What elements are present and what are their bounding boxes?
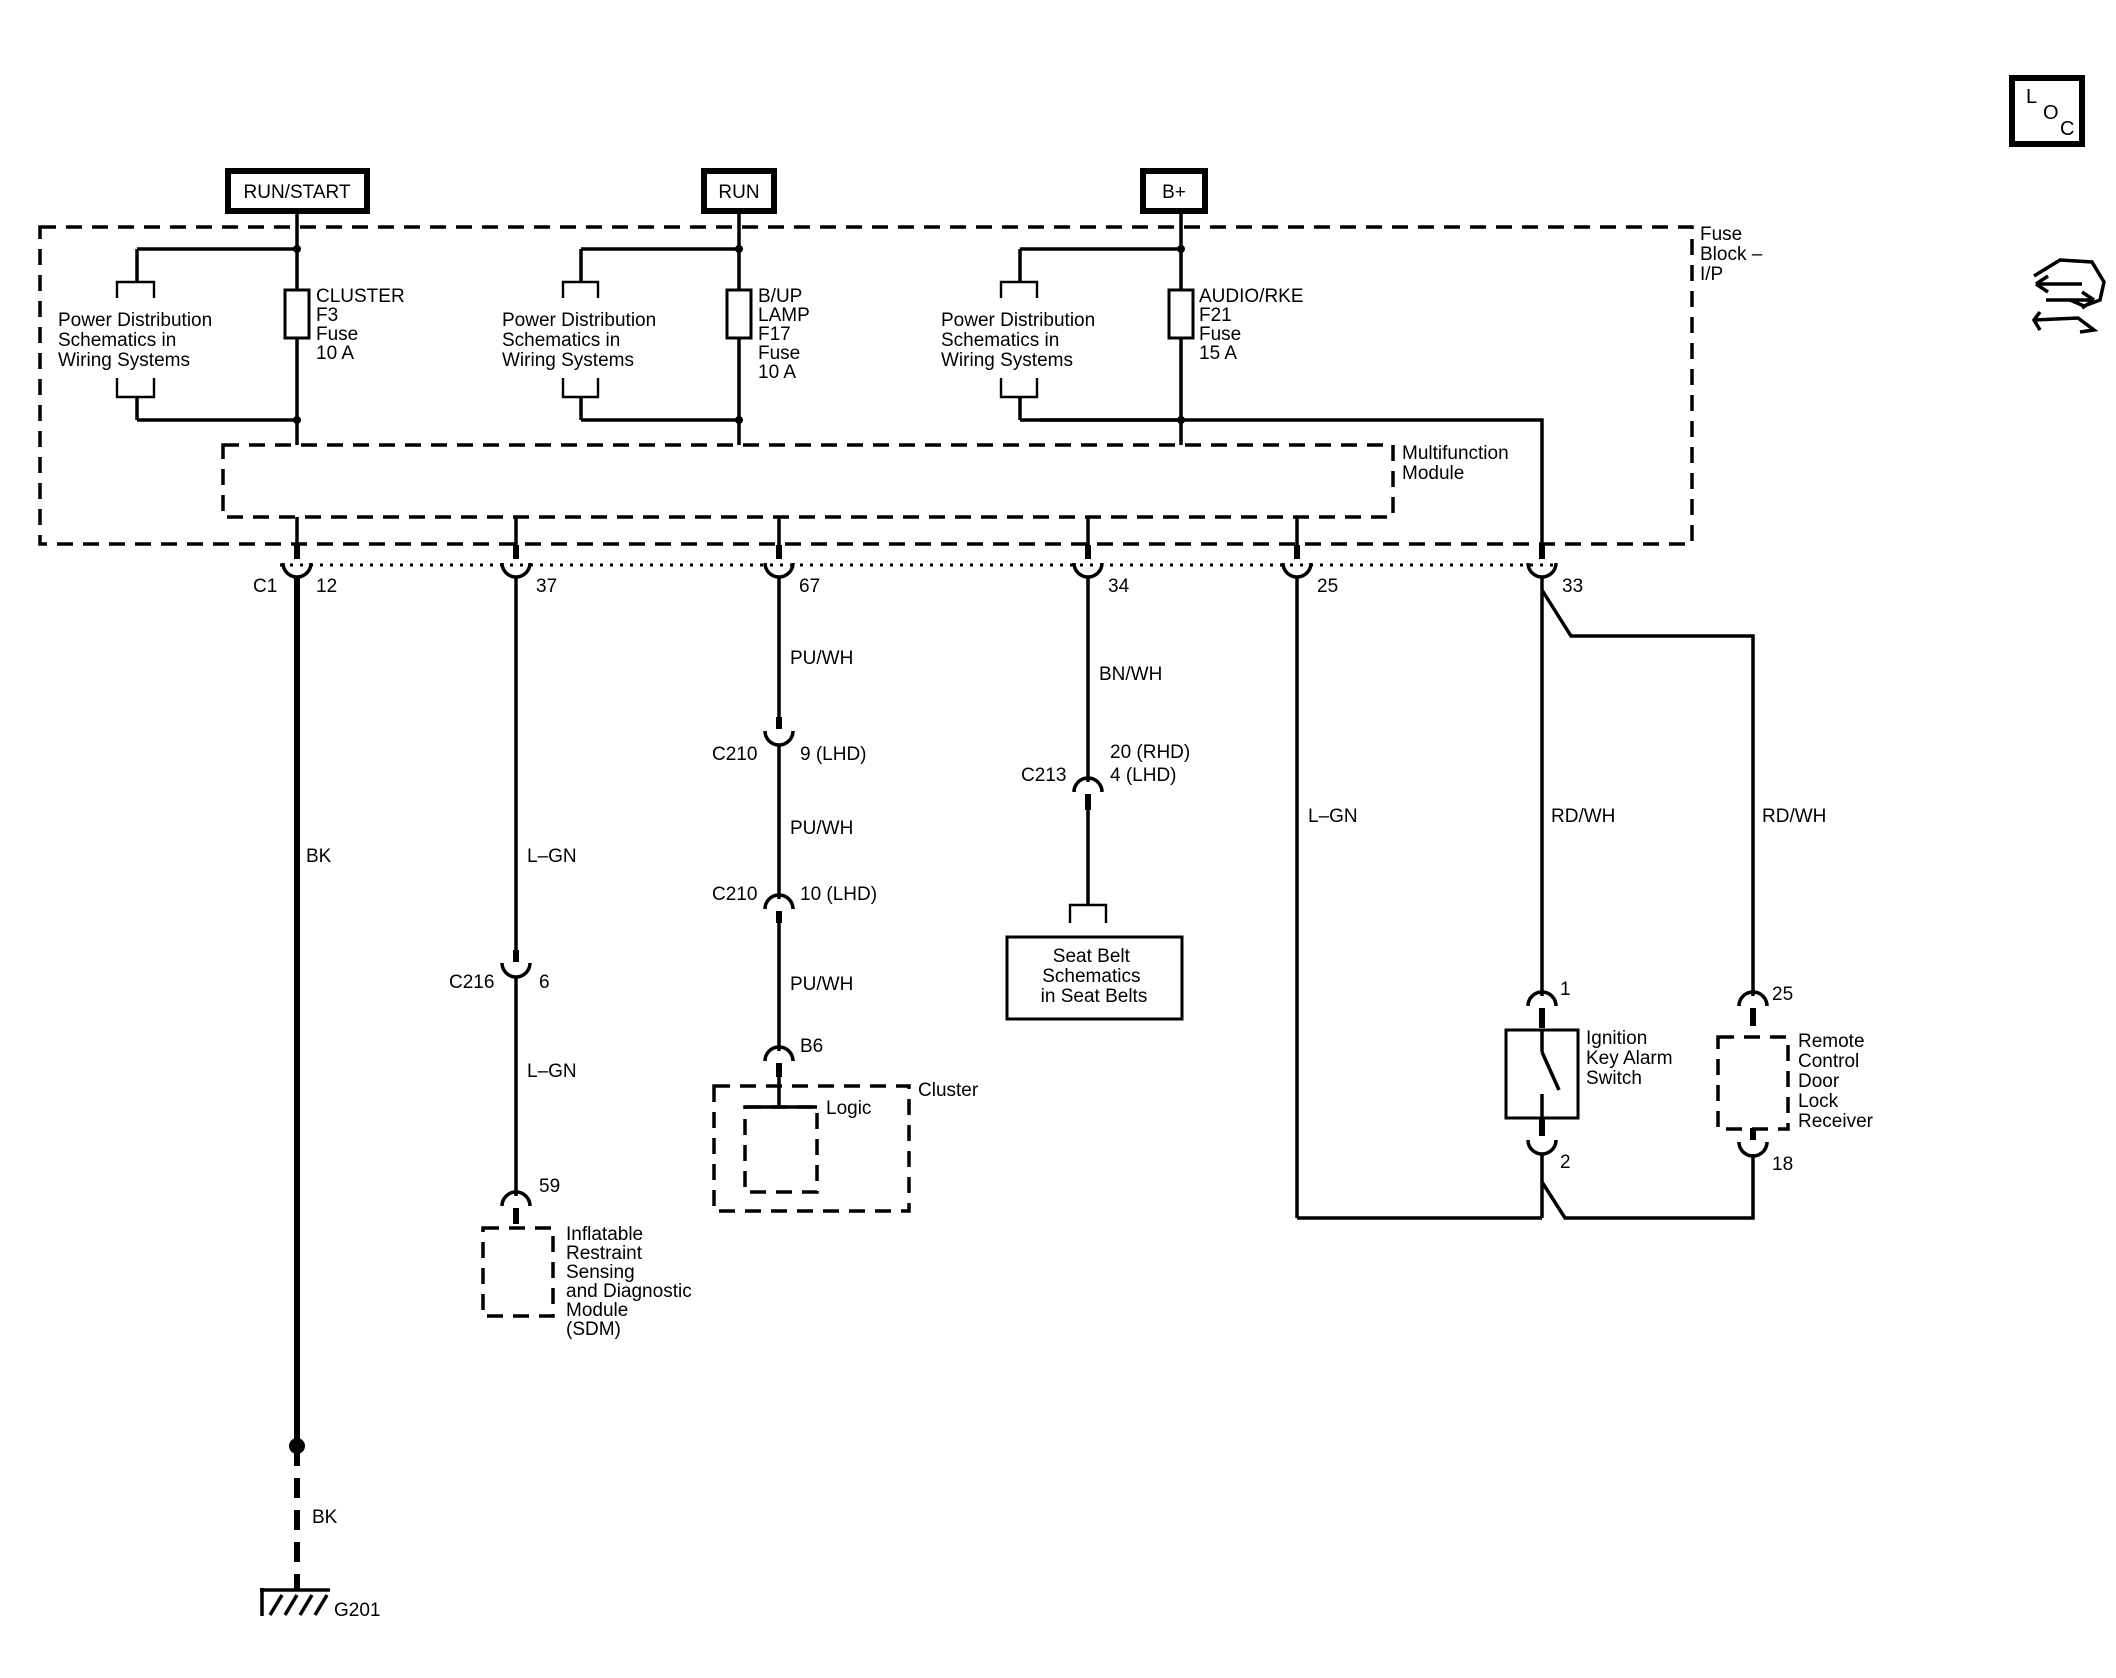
ignition-pin-1: 1	[1560, 979, 1571, 1000]
fuse-f21-symbol	[1167, 288, 1195, 340]
loc-letter-l: L	[2026, 86, 2037, 108]
connector-c216-pin: 6	[539, 972, 550, 993]
circuit-bnwh-seatbelt: BN/WH C213 20 (RHD) 4 (LHD) Seat Belt Sc…	[1005, 577, 1190, 1021]
c1-pin-37: 37	[536, 576, 557, 597]
module-pin-stubs	[295, 517, 1299, 545]
fuse-column-cluster: Power Distribution Schematics in Wiring …	[58, 230, 410, 445]
seat-belt-label: Seat Belt Schematics in Seat Belts	[1041, 946, 1148, 1007]
fuse-f3-symbol	[283, 288, 311, 340]
connector-c213-pin-rhd: 20 (RHD)	[1110, 742, 1190, 763]
wire-label-bnwh: BN/WH	[1099, 664, 1162, 685]
service-arrows-icon	[2031, 258, 2106, 334]
ground-g201-label: G201	[334, 1600, 380, 1621]
connector-c210-b-pin: 10 (LHD)	[800, 884, 877, 905]
ignition-pin-2: 2	[1560, 1152, 1571, 1173]
circuit-bk-ground: BK BK G201	[260, 577, 380, 1621]
remote-pin-18: 18	[1772, 1154, 1793, 1175]
sdm-label: Inflatable Restraint Sensing and Diagnos…	[566, 1224, 697, 1340]
cluster-label: Cluster	[918, 1080, 979, 1101]
c1-pin-12: 12	[316, 576, 337, 597]
power-source-run: RUN	[701, 168, 777, 214]
wire-label-bk: BK	[306, 846, 332, 867]
connector-c213-label: C213	[1021, 765, 1066, 786]
connector-c1-pins	[281, 545, 1558, 579]
fuse-column-audio-rke: Power Distribution Schematics in Wiring …	[941, 230, 1544, 545]
power-distribution-ref-2: Power Distribution Schematics in Wiring …	[502, 310, 661, 371]
loc-letter-c: C	[2060, 118, 2074, 140]
fuse-f3-label: CLUSTER F3 Fuse 10 A	[316, 286, 410, 364]
circuit-lgn-sdm: L–GN C216 6 L–GN 59 Inflatable Restraint…	[449, 577, 697, 1340]
seat-belt-ref-box	[1005, 935, 1184, 1021]
fuse-column-bup-lamp: Power Distribution Schematics in Wiring …	[502, 230, 815, 445]
c1-pin-33: 33	[1562, 576, 1583, 597]
c1-pin-25: 25	[1317, 576, 1338, 597]
fuse-block-label: Fuse Block – I/P	[1700, 224, 1768, 285]
connector-c216-label: C216	[449, 972, 494, 993]
fuse-f21-label: AUDIO/RKE F21 Fuse 15 A	[1199, 286, 1309, 364]
ignition-switch-label: Ignition Key Alarm Switch	[1586, 1028, 1678, 1089]
fuse-f17-symbol	[725, 288, 753, 340]
remote-pin-25: 25	[1772, 984, 1793, 1005]
wire-label-rdwh-33: RD/WH	[1551, 806, 1615, 827]
c1-pin-34: 34	[1108, 576, 1130, 597]
sdm-module	[481, 1226, 555, 1318]
remote-control-door-lock-receiver	[1716, 1035, 1790, 1131]
wire-label-puwh-a: PU/WH	[790, 648, 853, 669]
ground-symbol-icon	[260, 1588, 330, 1616]
location-icon: L O C	[2009, 75, 2085, 147]
circuit-lgn-ignition: L–GN	[1295, 577, 1542, 1220]
wire-label-lgn-upper: L–GN	[527, 846, 577, 867]
logic-block	[743, 1105, 819, 1194]
power-source-bplus: B+	[1140, 168, 1208, 214]
connector-c210-a-label: C210	[712, 744, 757, 765]
logic-label: Logic	[826, 1098, 871, 1119]
connector-c1-label: C1	[253, 576, 277, 597]
wire-label-rdwh-remote: RD/WH	[1762, 806, 1826, 827]
run-start-label: RUN/START	[244, 182, 351, 203]
c1-pin-67: 67	[799, 576, 820, 597]
cluster-module	[712, 1084, 911, 1213]
multifunction-module-label: Multifunction Module	[1402, 443, 1514, 484]
loc-letter-o: O	[2043, 102, 2059, 124]
wire-label-puwh-b: PU/WH	[790, 818, 853, 839]
fuse-f17-label: B/UP LAMP F17 Fuse 10 A	[758, 286, 815, 383]
wire-label-bk-ground: BK	[312, 1507, 338, 1528]
connector-c213-pin-lhd: 4 (LHD)	[1110, 765, 1177, 786]
bplus-label: B+	[1162, 182, 1186, 203]
run-label: RUN	[718, 182, 759, 203]
wire-label-lgn-lower: L–GN	[527, 1061, 577, 1082]
connector-c210-a-pin: 9 (LHD)	[800, 744, 867, 765]
circuit-puwh-cluster: PU/WH C210 9 (LHD) PU/WH C210 10 (LHD) P…	[712, 577, 979, 1213]
connector-c210-b-label: C210	[712, 884, 757, 905]
multifunction-module	[221, 443, 1395, 519]
remote-receiver-label: Remote Control Door Lock Receiver	[1798, 1031, 1874, 1132]
circuit-rdwh: RD/WH RD/WH 1 2 Ignition Key Alarm Switc…	[1504, 577, 1874, 1220]
wire-label-puwh-c: PU/WH	[790, 974, 853, 995]
wire-label-lgn-25: L–GN	[1308, 806, 1358, 827]
sdm-pin-59: 59	[539, 1176, 560, 1197]
fuse-block-ip	[38, 225, 1694, 546]
power-distribution-ref-1: Power Distribution Schematics in Wiring …	[58, 310, 217, 371]
power-distribution-ref-3: Power Distribution Schematics in Wiring …	[941, 310, 1100, 371]
power-source-run-start: RUN/START	[225, 168, 370, 214]
cluster-pin-b6: B6	[800, 1036, 823, 1057]
